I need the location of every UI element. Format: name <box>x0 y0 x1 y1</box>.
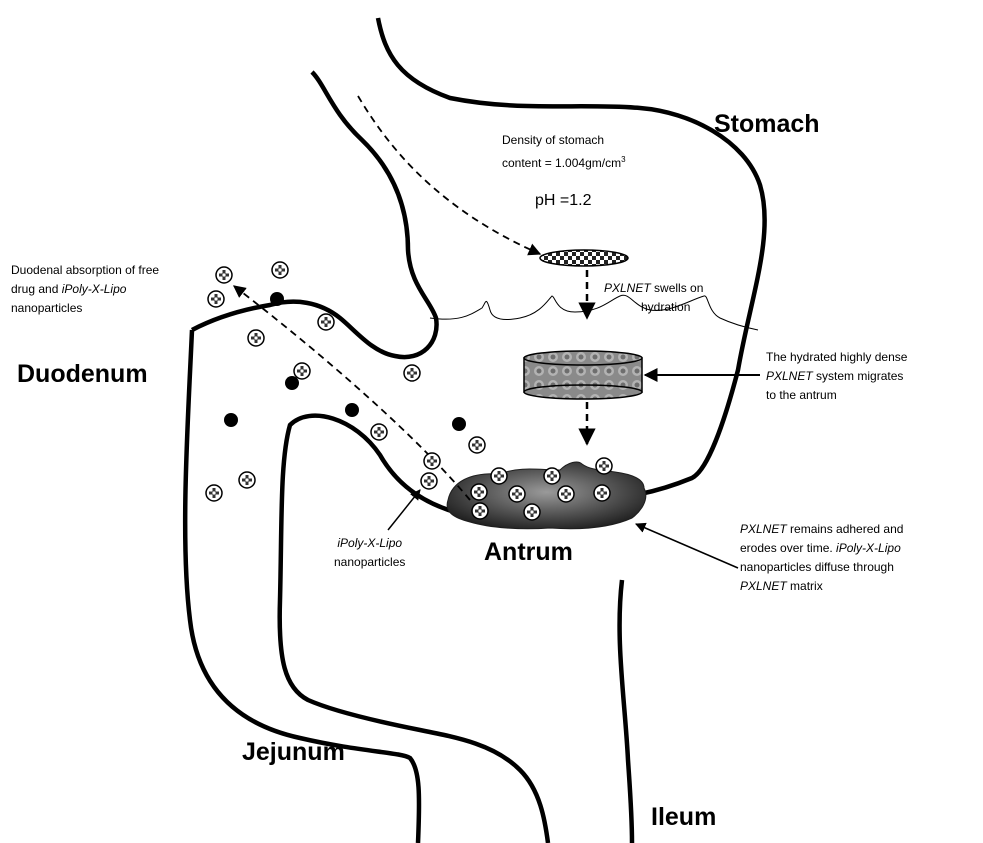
migrate-note: The hydrated highly dense PXLNET system … <box>766 348 907 405</box>
nanoparticle <box>544 468 560 484</box>
dry-tablet <box>540 250 628 266</box>
nanoparticle <box>491 468 507 484</box>
arrow-to-blob <box>636 524 738 568</box>
nanoparticle <box>318 314 334 330</box>
absorption-line-2: drug and iPoly-X-Lipo <box>11 280 159 299</box>
density-value: content = 1.004gm/cm <box>502 156 621 170</box>
fluid-surface-line <box>430 295 758 330</box>
nanoparticle-line-1: iPoly-X-Lipo <box>334 534 405 553</box>
free-drug-particles <box>224 292 466 431</box>
swell-note: PXLNET swells on hydration <box>604 279 703 317</box>
migrate-line-1: The hydrated highly dense <box>766 348 907 367</box>
nanoparticle-note: iPoly-X-Lipo nanoparticles <box>334 534 405 572</box>
nanoparticle <box>558 486 574 502</box>
free-drug-dot <box>224 413 238 427</box>
nanoparticle <box>272 262 288 278</box>
nanoparticle <box>206 485 222 501</box>
nanoparticle <box>421 473 437 489</box>
adhere-plain-2: erodes over time. <box>740 541 836 555</box>
adhere-plain-4: matrix <box>787 579 823 593</box>
nanoparticle <box>472 503 488 519</box>
nanoparticle <box>524 504 540 520</box>
arrow-to-nanoparticles <box>388 490 420 530</box>
adhere-line-4: PXLNET matrix <box>740 577 903 596</box>
adhere-italic-1: PXLNET <box>740 522 787 536</box>
migrate-plain: system migrates <box>813 369 904 383</box>
free-drug-dot <box>345 403 359 417</box>
adhere-note: PXLNET remains adhered and erodes over t… <box>740 520 903 596</box>
nanoparticle <box>208 291 224 307</box>
nanoparticle <box>404 365 420 381</box>
adhere-italic-2: iPoly-X-Lipo <box>836 541 901 555</box>
hydrated-tablet <box>524 351 642 399</box>
migrate-line-2: PXLNET system migrates <box>766 367 907 386</box>
nanoparticle <box>596 458 612 474</box>
nanoparticle-line-2: nanoparticles <box>334 553 405 572</box>
density-note: Density of stomach content = 1.004gm/cm3 <box>502 131 626 173</box>
nanoparticle <box>469 437 485 453</box>
stomach-label: Stomach <box>714 110 820 139</box>
nanoparticle <box>248 330 264 346</box>
adhere-plain-1: remains adhered and <box>787 522 904 536</box>
nanoparticle <box>471 484 487 500</box>
absorption-italic: iPoly-X-Lipo <box>62 282 127 296</box>
density-line-2: content = 1.004gm/cm3 <box>502 150 626 173</box>
nanoparticle <box>294 363 310 379</box>
duodenum-label: Duodenum <box>17 360 148 389</box>
antrum-label: Antrum <box>484 538 573 567</box>
adhere-line-1: PXLNET remains adhered and <box>740 520 903 539</box>
absorption-line-3: nanoparticles <box>11 299 159 318</box>
density-line-1: Density of stomach <box>502 131 626 150</box>
density-superscript: 3 <box>621 155 625 164</box>
absorption-plain: drug and <box>11 282 62 296</box>
swell-line-1: PXLNET swells on <box>604 279 703 298</box>
swell-line-2: hydration <box>628 298 703 317</box>
free-drug-dot <box>270 292 284 306</box>
dashed-arrow-to-tablet <box>358 96 540 254</box>
nanoparticle <box>216 267 232 283</box>
jejunum-label: Jejunum <box>242 738 345 767</box>
absorption-note: Duodenal absorption of free drug and iPo… <box>11 261 159 318</box>
adhere-line-3: nanoparticles diffuse through <box>740 558 903 577</box>
migrate-italic: PXLNET <box>766 369 813 383</box>
ileum-label: Ileum <box>651 803 716 832</box>
ph-note: pH =1.2 <box>535 192 591 210</box>
nanoparticle <box>509 486 525 502</box>
adhere-italic-4: PXLNET <box>740 579 787 593</box>
free-drug-dot <box>452 417 466 431</box>
nanoparticle <box>371 424 387 440</box>
adhere-line-2: erodes over time. iPoly-X-Lipo <box>740 539 903 558</box>
swell-italic: PXLNET <box>604 281 651 295</box>
stomach-inner-wall <box>192 72 437 357</box>
absorption-line-1: Duodenal absorption of free <box>11 261 159 280</box>
nanoparticle <box>424 453 440 469</box>
nanoparticle <box>239 472 255 488</box>
nanoparticle <box>594 485 610 501</box>
swell-plain: swells on <box>651 281 704 295</box>
ileum-wall <box>620 580 632 843</box>
migrate-line-3: to the antrum <box>766 386 907 405</box>
